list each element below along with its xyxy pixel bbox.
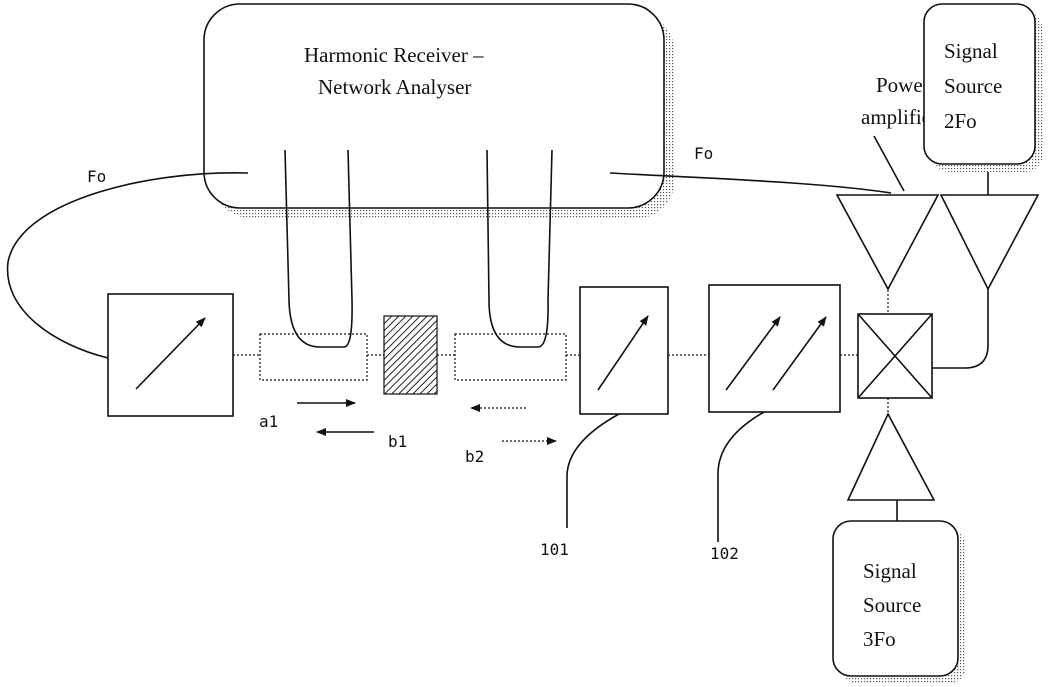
power-amplifier-leader — [873, 135, 905, 192]
tuner-102-arrow-1 — [725, 316, 781, 391]
tuner-101-leader — [566, 413, 620, 528]
signal-source-2fo-box — [923, 3, 1036, 165]
combiner-diagonal-2 — [857, 313, 933, 399]
signal-source-3fo-box — [832, 520, 959, 677]
coupler2-feed-lines — [486, 149, 553, 348]
source-tuner-box — [107, 293, 234, 417]
source-3fo-line1: Signal — [863, 559, 917, 583]
a1-label: a1 — [259, 412, 278, 431]
receiver-title-line1: Harmonic Receiver – — [304, 43, 484, 67]
dut-block — [383, 315, 438, 395]
source-3fo-line3: 3Fo — [863, 627, 896, 651]
receiver-title-line2: Network Analyser — [318, 75, 471, 99]
amplifier-3fo — [846, 412, 936, 501]
fo-label-left: Fo — [87, 167, 106, 186]
network-analyser-box — [203, 3, 665, 209]
source-tuner-arrow — [135, 317, 206, 390]
tuner-102-leader — [717, 411, 765, 542]
tuner-102-box — [708, 284, 841, 413]
tuner-102-ref: 102 — [710, 544, 739, 563]
fo-reference-cable-left — [6, 172, 249, 359]
source-2fo-line2: Source — [944, 74, 1002, 98]
coupler-2 — [454, 333, 567, 381]
power-amplifier-label-line1: Power — [876, 73, 930, 97]
power-amplifier-fo — [835, 194, 940, 291]
tuner-101-arrow — [597, 315, 649, 391]
coupler-1 — [259, 333, 368, 381]
fo-label-right: Fo — [694, 144, 713, 163]
amplifier-2fo-to-combiner — [932, 289, 989, 369]
source-2fo-line1: Signal — [944, 39, 998, 63]
source-2fo-line3: 2Fo — [944, 109, 977, 133]
b1-label: b1 — [388, 432, 407, 451]
tuner-102-arrow-2 — [772, 316, 827, 391]
coupler1-feed-lines — [284, 149, 353, 348]
b2-label: b2 — [465, 447, 484, 466]
amplifier-2fo — [939, 194, 1040, 291]
source-3fo-line2: Source — [863, 593, 921, 617]
fo-reference-cable-right — [609, 172, 892, 194]
tuner-101-ref: 101 — [540, 540, 569, 559]
